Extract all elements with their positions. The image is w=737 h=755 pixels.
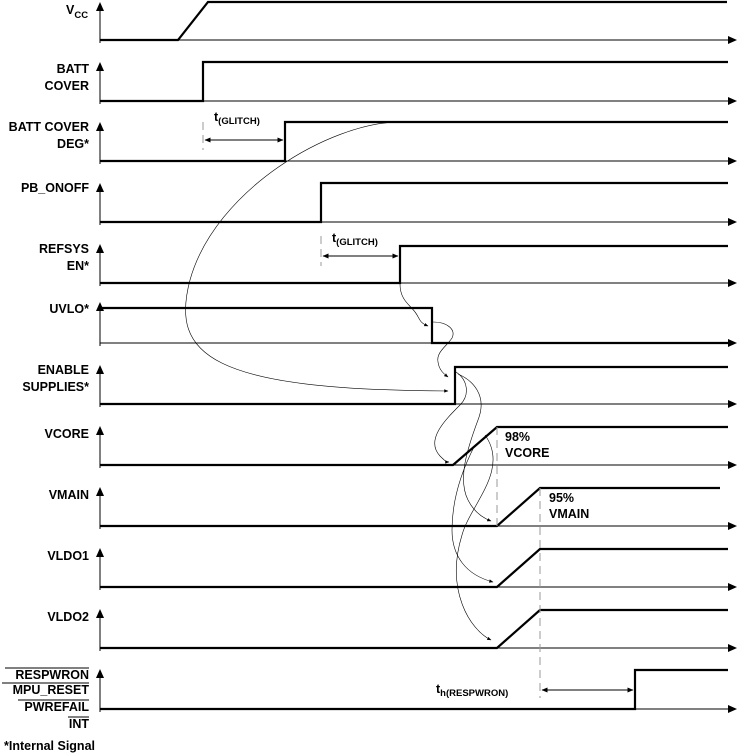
axis-vmain: [96, 487, 737, 530]
waveforms: [100, 0, 730, 711]
waveform-pb-onoff: [100, 181, 728, 224]
annotation-labels: t(GLITCH) t(GLITCH) 98% VCORE 95% VMAIN …: [214, 110, 589, 699]
label-uvlo: UVLO*: [49, 302, 89, 316]
waveform-enable-supplies: [100, 365, 728, 406]
waveform-batt-cover-deg: [100, 120, 728, 163]
curve-enable-to-vcore: [434, 371, 467, 464]
row-labels: VCC BATT COVER BATT COVER DEG* PB_ONOFF …: [2, 3, 89, 731]
vmain-95-percent: 95%: [549, 491, 574, 505]
label-batt-cover-deg-2: DEG*: [57, 137, 89, 151]
waveform-batt-cover: [100, 60, 728, 103]
waveform-uvlo: [100, 306, 730, 345]
label-refsys-en-1: REFSYS: [39, 242, 89, 256]
curve-uvlo-to-enable-supplies: [432, 321, 454, 378]
label-batt-cover-deg-1: BATT COVER: [9, 120, 89, 134]
axis-vldo2: [96, 609, 737, 652]
glitch1-label: t(GLITCH): [214, 110, 260, 127]
label-enable-supplies-1: ENABLE: [38, 363, 89, 377]
glitch2-label: t(GLITCH): [332, 231, 378, 248]
waveform-refsys-en: [100, 244, 728, 285]
curve-refsys-to-uvlo: [399, 283, 429, 327]
label-pb-onoff: PB_ONOFF: [21, 181, 89, 195]
axis-vcc: [96, 2, 737, 44]
timing-arrows: [204, 137, 634, 693]
footnote: *Internal Signal: [4, 739, 95, 753]
vmain-95-name: VMAIN: [549, 507, 589, 521]
waveform-vldo1: [100, 547, 728, 589]
curve-vcore-to-vldo2: [456, 434, 494, 641]
vcore-98-percent: 98%: [505, 430, 530, 444]
label-batt-cover-2: COVER: [45, 79, 89, 93]
label-vldo2: VLDO2: [47, 610, 89, 624]
axis-refsys-en: [96, 244, 737, 287]
axis-pb-onoff: [96, 183, 737, 226]
axis-respwron: [96, 669, 737, 713]
label-mpu-reset: MPU_RESET: [13, 683, 90, 697]
label-pwrefail: PWREFAIL: [24, 700, 89, 714]
axis-vldo1: [96, 548, 737, 591]
curve-deg-to-enable-supplies: [185, 121, 449, 393]
label-enable-supplies-2: SUPPLIES*: [22, 380, 89, 394]
label-vcc: VCC: [66, 3, 88, 21]
axis-batt-cover: [96, 62, 737, 105]
label-refsys-en-2: EN*: [67, 259, 89, 273]
label-vcore: VCORE: [45, 427, 89, 441]
respwron-delay-label: th(RESPWRON): [436, 682, 508, 699]
waveform-respwron: [100, 668, 728, 711]
waveform-vcore: [100, 425, 728, 467]
curve-vcore-to-vldo1: [451, 444, 494, 583]
label-int: INT: [69, 717, 90, 731]
axis-batt-cover-deg: [96, 122, 737, 165]
causal-curves: [185, 121, 494, 641]
reference-lines: [202, 122, 541, 698]
label-vmain: VMAIN: [49, 488, 89, 502]
waveform-vmain: [100, 486, 720, 528]
axis-enable-supplies: [96, 365, 737, 408]
waveform-vcc: [100, 0, 727, 42]
axis-vcore: [96, 426, 737, 469]
waveform-vldo2: [100, 608, 728, 650]
label-vldo1: VLDO1: [47, 549, 89, 563]
axes: [96, 2, 737, 713]
curve-enable-to-vmain: [457, 373, 492, 522]
label-respwron: RESPWRON: [15, 668, 89, 682]
vcore-98-name: VCORE: [505, 446, 549, 460]
label-batt-cover-1: BATT: [57, 62, 90, 76]
